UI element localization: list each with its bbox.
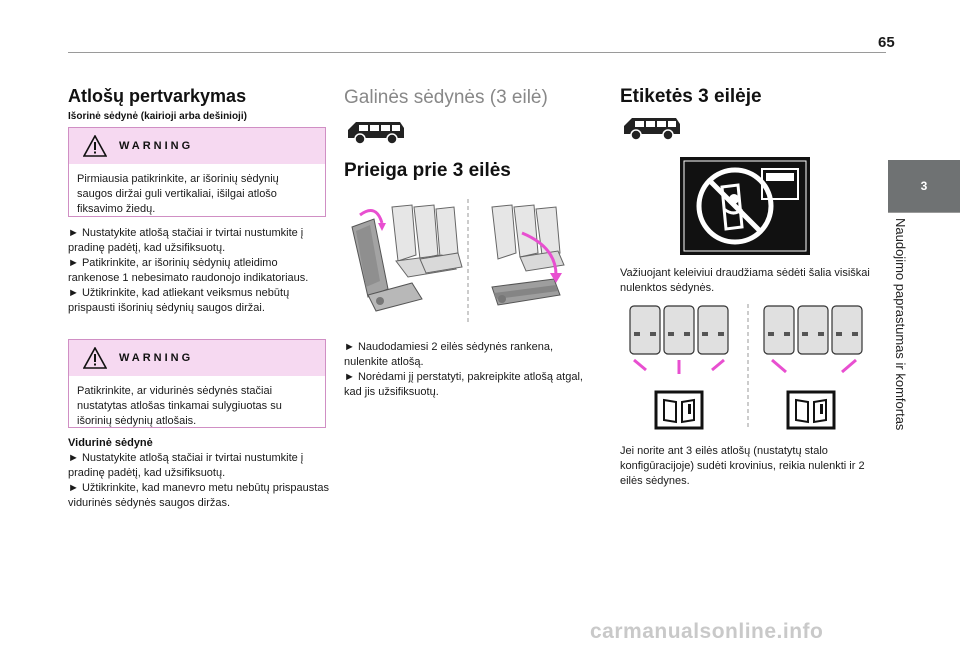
- table-config-label-illustration: [629, 304, 863, 430]
- warning-text: Pirmiausia patikrinkite, ar išorinių sėd…: [77, 173, 279, 215]
- text-table-config: Jei norite ant 3 eilės atlošų (nustatytų…: [620, 445, 865, 487]
- heading-rear-seats: Galinės sėdynės (3 eilė): [344, 87, 548, 108]
- step: ► Patikrinkite, ar išorinių sėdynių atle…: [68, 257, 309, 284]
- chapter-title: Naudojimo paprastumas ir komfortas: [893, 218, 908, 431]
- step: ► Naudodamiesi 2 eilės sėdynės rankena, …: [344, 341, 554, 368]
- warning-label: WARNING: [119, 352, 194, 364]
- steps-middle-seat: ► Nustatykite atlošą stačiai ir tvirtai …: [68, 451, 330, 511]
- page-number: 65: [878, 34, 895, 51]
- car-silhouette-icon: [624, 118, 680, 141]
- seat-fold-illustration: [351, 199, 565, 323]
- heading-labels-row3: Etiketės 3 eilėje: [620, 86, 762, 107]
- header-rule: [68, 52, 886, 53]
- heading-atlosu-pertvarkymas: Atlošų pertvarkymas: [68, 86, 247, 106]
- no-sitting-label-icon: [680, 157, 810, 255]
- text-no-sitting: Važiuojant keleiviui draudžiama sėdėti š…: [620, 267, 870, 294]
- warning-header: WARNING: [69, 340, 325, 376]
- subheading-outer-seat: Išorinė sėdynė (kairioji arba dešinioji): [68, 111, 247, 122]
- warning-text: Patikrinkite, ar vidurinės sėdynės stači…: [77, 385, 282, 427]
- chapter-number: 3: [920, 179, 928, 193]
- watermark: carmanualsonline.info: [590, 620, 824, 643]
- warning-icon: [83, 347, 107, 369]
- heading-access-row3: Prieiga prie 3 eilės: [344, 160, 511, 181]
- step: ► Nustatykite atlošą stačiai ir tvirtai …: [68, 452, 304, 479]
- step: ► Nustatykite atlošą stačiai ir tvirtai …: [68, 227, 304, 254]
- warning-box-1: WARNING Pirmiausia patikrinkite, ar išor…: [68, 127, 326, 217]
- chapter-tab[interactable]: 3: [888, 160, 960, 212]
- warning-icon: [83, 135, 107, 157]
- subheading-middle-seat: Vidurinė sėdynė: [68, 437, 153, 449]
- step: ► Užtikrinkite, kad atliekant veiksmus n…: [68, 287, 290, 314]
- step: ► Užtikrinkite, kad manevro metu nebūtų …: [68, 482, 329, 509]
- side-rule: [888, 212, 960, 213]
- warning-header: WARNING: [69, 128, 325, 164]
- steps-outer-seat: ► Nustatykite atlošą stačiai ir tvirtai …: [68, 226, 330, 316]
- step: ► Norėdami jį perstatyti, pakreipkite at…: [344, 371, 583, 398]
- warning-box-2: WARNING Patikrinkite, ar vidurinės sėdyn…: [68, 339, 326, 428]
- car-silhouette-icon: [348, 122, 404, 145]
- warning-label: WARNING: [119, 140, 194, 152]
- steps-row3-access: ► Naudodamiesi 2 eilės sėdynės rankena, …: [344, 340, 584, 400]
